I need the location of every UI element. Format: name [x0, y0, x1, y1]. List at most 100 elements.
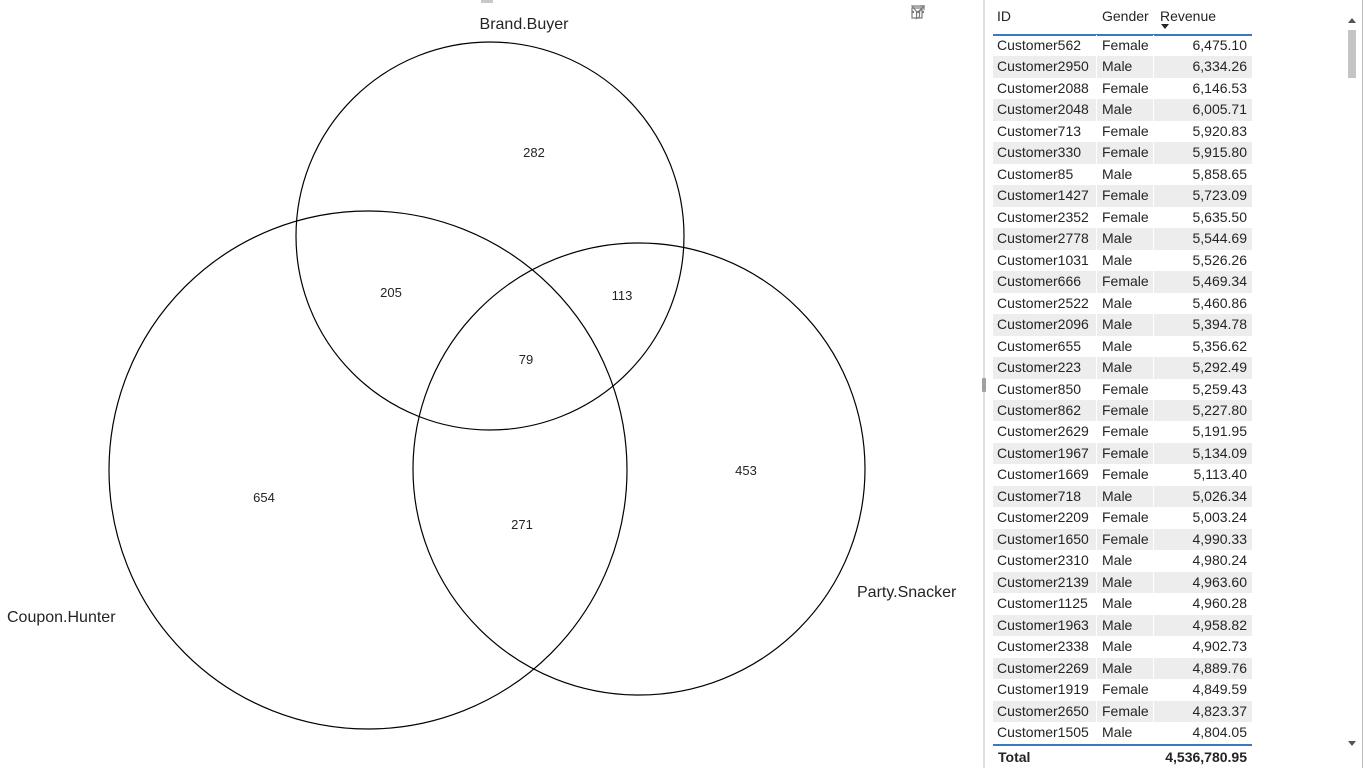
cell-id: Customer223: [997, 359, 1082, 376]
scroll-up-arrow-icon[interactable]: [1348, 18, 1356, 23]
cell-revenue: 4,963.60: [1192, 573, 1248, 590]
cell-revenue: 4,889.76: [1192, 659, 1248, 676]
table-scrollbar[interactable]: [1346, 18, 1358, 750]
cell-id: Customer2352: [997, 208, 1089, 225]
cell-id: Customer330: [997, 144, 1082, 161]
cell-gender: Female: [1102, 466, 1149, 483]
venn-circle-coupon-hunter[interactable]: [108, 210, 628, 730]
column-header-id[interactable]: ID: [997, 8, 1011, 24]
scroll-thumb[interactable]: [1348, 30, 1356, 78]
scroll-down-arrow-icon[interactable]: [1348, 741, 1356, 746]
venn-circle-party-snacker[interactable]: [412, 242, 866, 696]
column-separator: [1153, 206, 1154, 229]
focus-mode-icon[interactable]: [911, 4, 956, 22]
cell-gender: Male: [1102, 616, 1133, 633]
count-brand-party: 113: [612, 288, 633, 303]
cell-revenue: 5,026.34: [1192, 487, 1248, 504]
column-separator: [1096, 357, 1097, 379]
cell-revenue: 5,915.80: [1192, 144, 1248, 161]
visual-drag-grip[interactable]: [481, 0, 493, 3]
column-separator: [1096, 163, 1097, 186]
cell-gender: Male: [1102, 294, 1133, 311]
count-party-snacker-only: 453: [735, 463, 757, 478]
count-brand-buyer-only: 282: [523, 145, 545, 160]
column-separator: [1096, 528, 1097, 551]
window-edge: [1362, 0, 1363, 768]
cell-id: Customer2950: [997, 58, 1089, 75]
resize-handle[interactable]: [982, 378, 986, 392]
column-separator: [1096, 35, 1097, 57]
column-separator: [1096, 77, 1097, 100]
venn-circle-brand-buyer[interactable]: [295, 41, 685, 431]
cell-revenue: 6,475.10: [1192, 37, 1248, 53]
cell-revenue: 5,292.49: [1192, 359, 1248, 376]
more-options-icon[interactable]: [911, 4, 982, 22]
column-separator: [1096, 120, 1097, 143]
column-separator: [1096, 464, 1097, 486]
cell-gender: Female: [1102, 509, 1149, 526]
column-separator: [1096, 507, 1097, 529]
cell-gender: Female: [1102, 702, 1149, 719]
column-separator: [1153, 357, 1154, 379]
column-separator: [1096, 442, 1097, 465]
column-separator: [1096, 679, 1097, 701]
cell-gender: Female: [1102, 444, 1149, 461]
column-separator: [1153, 485, 1154, 508]
cell-gender: Male: [1102, 230, 1133, 247]
column-header-revenue[interactable]: Revenue: [1160, 8, 1217, 24]
cell-id: Customer713: [997, 122, 1082, 139]
column-separator: [1153, 163, 1154, 186]
column-separator: [1096, 700, 1097, 722]
column-separator: [1153, 550, 1154, 572]
cell-gender: Male: [1102, 552, 1133, 569]
cell-gender: Female: [1102, 37, 1149, 53]
cell-id: Customer2650: [997, 702, 1089, 719]
cell-id: Customer2338: [997, 638, 1089, 655]
column-separator: [1096, 485, 1097, 508]
column-header-gender[interactable]: Gender: [1102, 8, 1149, 24]
column-separator: [1096, 399, 1097, 422]
cell-gender: Male: [1102, 58, 1133, 75]
column-separator: [1096, 593, 1097, 615]
cell-revenue: 4,990.33: [1192, 530, 1248, 547]
column-separator: [1096, 292, 1097, 315]
cell-revenue: 5,394.78: [1192, 316, 1248, 333]
column-separator: [1096, 421, 1097, 443]
column-separator: [1153, 142, 1154, 164]
column-separator: [1096, 314, 1097, 336]
column-separator: [1096, 550, 1097, 572]
